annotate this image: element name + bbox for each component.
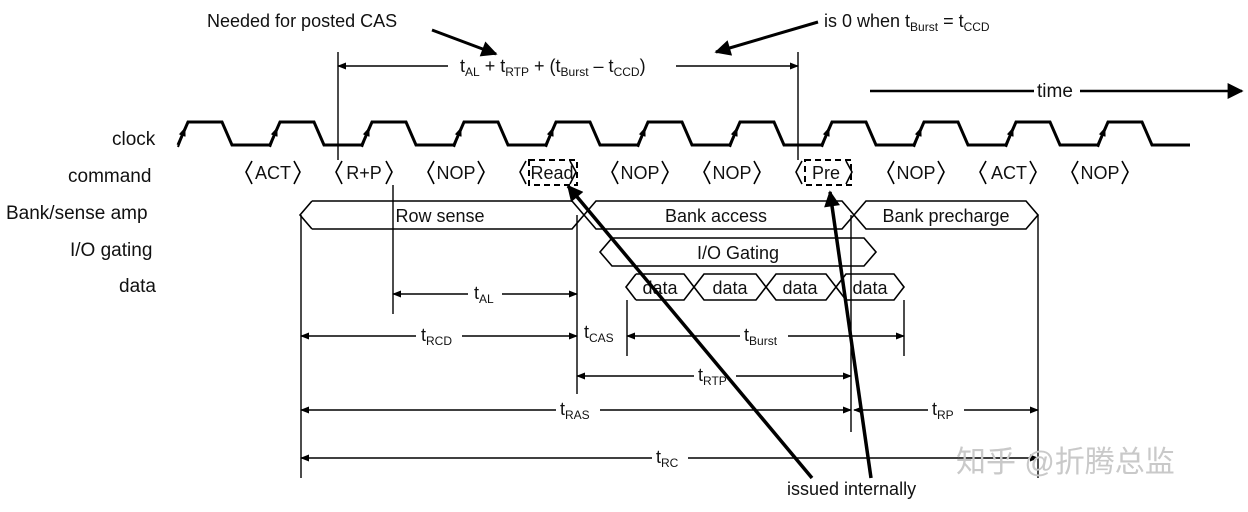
row-label-io-gating: I/O gating — [70, 240, 152, 261]
io-gating-bus — [598, 237, 878, 267]
bank-phase-bank-access — [583, 200, 855, 230]
time-label: time — [1037, 81, 1073, 102]
command-row — [245, 160, 1129, 185]
command-label-nop-1: NOP — [436, 163, 475, 183]
pre-dashed-box — [804, 159, 852, 186]
t-rc-label: tRC — [656, 447, 679, 470]
command-label-nop-4: NOP — [896, 163, 935, 183]
bank-label-bank-access: Bank access — [665, 206, 767, 226]
issued-internally-arrow-pre — [824, 190, 873, 479]
command-act-1 — [245, 160, 301, 185]
row-label-clock: clock — [112, 129, 156, 150]
io-gating-label: I/O Gating — [697, 243, 779, 263]
annotation-posted-cas-arrow — [431, 28, 498, 57]
t-cas-label: tCAS — [584, 322, 614, 345]
t-rp-label: tRP — [932, 399, 954, 422]
command-label-act-1: ACT — [255, 163, 291, 183]
issued-internally-arrow-read — [566, 184, 814, 480]
annotation-issued-internally: issued internally — [787, 479, 916, 499]
annotation-zero-when: is 0 when tBurst = tCCD — [824, 11, 990, 34]
command-nop-5 — [1071, 160, 1129, 185]
clock-edge-arrows — [177, 127, 1106, 148]
t-burst-label: tBurst — [744, 325, 778, 348]
row-label-bank-sense-amp: Bank/sense amp — [6, 203, 148, 224]
top-timing-label: tAL + tRTP + (tBurst – tCCD) — [460, 56, 646, 79]
command-label-nop-5: NOP — [1080, 163, 1119, 183]
command-pre — [795, 160, 853, 185]
bank-label-row-sense: Row sense — [395, 206, 484, 226]
data-label-4: data — [852, 278, 888, 298]
command-act-2 — [979, 160, 1037, 185]
watermark: 知乎 @折腾总监 — [956, 446, 1175, 479]
command-r-plus-p — [335, 160, 393, 185]
annotation-zero-when-arrow — [714, 20, 819, 56]
data-label-2: data — [712, 278, 748, 298]
command-nop-4 — [887, 160, 945, 185]
command-nop-3 — [703, 160, 761, 185]
t-rcd-label: tRCD — [421, 325, 452, 348]
command-nop-2 — [611, 160, 669, 185]
reference-lines — [300, 52, 1039, 478]
command-label-r-plus-p: R+P — [346, 163, 382, 183]
bank-label-precharge: Bank precharge — [882, 206, 1009, 226]
command-label-nop-3: NOP — [712, 163, 751, 183]
row-label-data: data — [119, 276, 156, 297]
clock-waveform — [176, 120, 1190, 147]
data-label-3: data — [782, 278, 818, 298]
command-label-read: Read — [530, 163, 573, 183]
read-dashed-box — [528, 159, 578, 186]
command-label-pre: Pre — [812, 163, 840, 183]
command-label-nop-2: NOP — [620, 163, 659, 183]
annotation-posted-cas: Needed for posted CAS — [207, 11, 397, 31]
row-label-command: command — [68, 166, 151, 187]
t-rtp-label: tRTP — [698, 365, 727, 388]
t-ras-label: tRAS — [560, 399, 590, 422]
data-row — [624, 273, 906, 301]
command-nop-1 — [427, 160, 485, 185]
command-label-act-2: ACT — [991, 163, 1027, 183]
t-al-label: tAL — [474, 283, 494, 306]
data-label-1: data — [642, 278, 678, 298]
